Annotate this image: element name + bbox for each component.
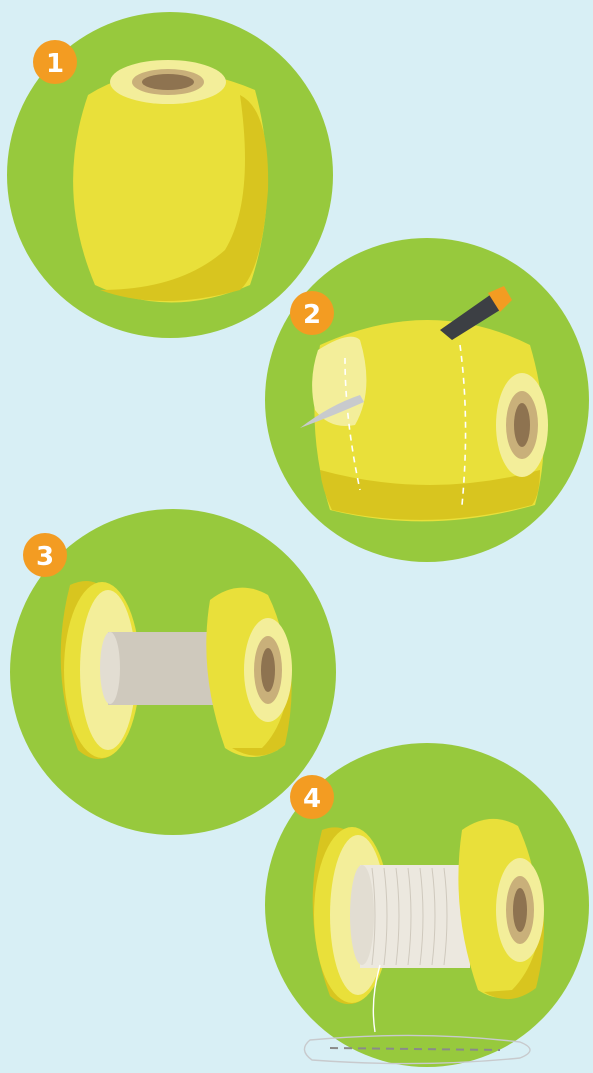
- step-1-badge: 1: [33, 40, 77, 84]
- step-2-number: 2: [303, 300, 321, 330]
- whole-float-icon: [73, 60, 268, 303]
- step-3-number: 3: [36, 542, 54, 572]
- step-3-badge: 3: [23, 533, 67, 577]
- step-4-number: 4: [303, 784, 321, 814]
- step-2-badge: 2: [290, 291, 334, 335]
- step-1-number: 1: [46, 49, 64, 79]
- step-3: 3: [10, 509, 336, 835]
- step-1: 1: [7, 12, 333, 338]
- step-2: 2: [265, 238, 589, 562]
- step-4: 4: [265, 743, 589, 1067]
- step-4-badge: 4: [290, 775, 334, 819]
